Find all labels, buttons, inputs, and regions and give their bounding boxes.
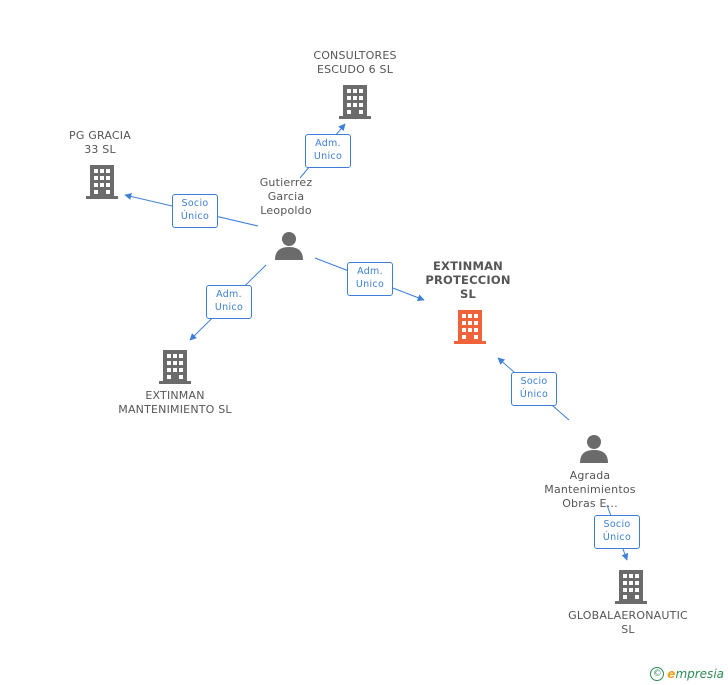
node-label-pg-gracia[interactable]: PG GRACIA 33 SL <box>69 129 131 156</box>
edge-label-line: Adm. <box>216 289 242 300</box>
node-label-globalaeronautic[interactable]: GLOBALAERONAUTIC SL <box>568 609 688 636</box>
node-label-agrada[interactable]: Agrada Mantenimientos Obras E... <box>544 469 636 510</box>
edge-label-adm-unico: Adm. Unico <box>347 262 393 296</box>
brand-footer[interactable]: © empresia <box>650 667 724 681</box>
building-icon[interactable] <box>454 310 486 344</box>
edge-label-socio-unico: Socio Único <box>172 194 218 228</box>
building-icon[interactable] <box>615 570 647 604</box>
edge-label-socio-unico: Socio Único <box>594 515 640 549</box>
node-label-gutierrez[interactable]: Gutierrez Garcia Leopoldo <box>259 176 313 217</box>
edge-label-adm-unico: Adm. Unico <box>206 285 252 319</box>
node-label-extinman-proteccion[interactable]: EXTINMAN PROTECCION SL <box>425 259 511 301</box>
edge-label-line: Adm. <box>315 138 341 149</box>
edge-label-line: Unico <box>355 279 385 290</box>
edge-label-line: Unico <box>214 302 244 313</box>
node-label-extinman-mantenimiento[interactable]: EXTINMAN MANTENIMIENTO SL <box>118 389 232 416</box>
edge-label-line: Único <box>180 211 210 222</box>
edge-label-socio-unico: Socio Único <box>511 372 557 406</box>
edge-label-adm-unico: Adm. Unico <box>305 134 351 168</box>
brand-name: mpresia <box>675 667 724 681</box>
edge-label-line: Adm. <box>357 266 383 277</box>
edge-label-line: Unico <box>313 151 343 162</box>
person-icon[interactable] <box>274 230 304 260</box>
building-icon[interactable] <box>86 165 118 199</box>
copyright-icon: © <box>650 667 665 681</box>
edge-label-line: Socio <box>181 198 209 209</box>
person-icon[interactable] <box>579 433 609 463</box>
node-label-consultores[interactable]: CONSULTORES ESCUDO 6 SL <box>313 49 397 76</box>
edge-label-line: Socio <box>603 519 631 530</box>
building-icon[interactable] <box>339 85 371 119</box>
edge-label-line: Único <box>602 532 632 543</box>
edge-label-line: Socio <box>520 376 548 387</box>
edge-label-line: Único <box>519 389 549 400</box>
brand-initial: e <box>667 667 676 681</box>
building-icon[interactable] <box>159 350 191 384</box>
brand-logo: empresia <box>667 667 724 681</box>
